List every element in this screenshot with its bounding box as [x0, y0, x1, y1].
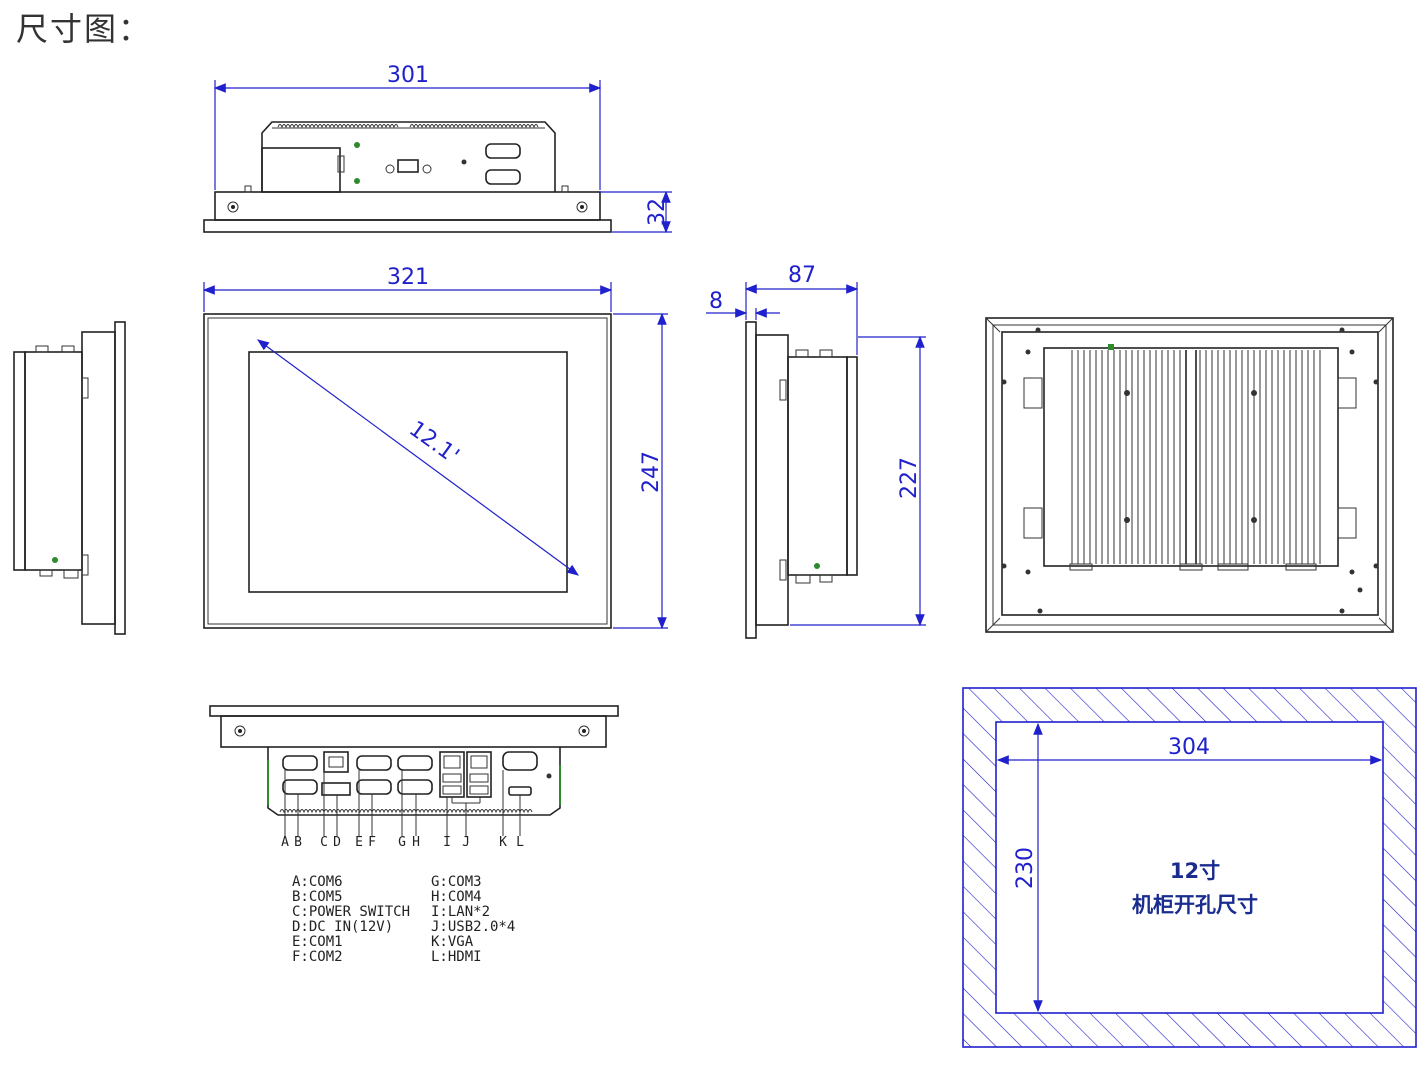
legend-item: G:COM3	[431, 874, 482, 890]
rear-view	[985, 317, 1394, 633]
panel-cutout: 304 230 12寸 机柜开孔尺寸	[962, 687, 1417, 1048]
dim-cutout-width-label: 304	[1168, 735, 1210, 760]
right-side-view	[745, 321, 858, 639]
port-letter-i: I	[443, 835, 451, 850]
dim-front-height-label: 247	[639, 451, 664, 493]
dim-side-depth-label: 87	[788, 263, 816, 288]
legend-item: C:POWER SWITCH	[292, 904, 410, 920]
legend-item: H:COM4	[431, 889, 482, 905]
io-view	[209, 705, 619, 816]
io-leader-lines	[284, 770, 521, 836]
dim-top-width-label: 301	[387, 63, 429, 88]
port-letter-e: E	[355, 835, 363, 850]
legend-item: B:COM5	[292, 889, 343, 905]
port-letter-j: J	[462, 835, 470, 850]
port-legend: A:COM6 B:COM5 C:POWER SWITCH D:DC IN(12V…	[292, 874, 515, 965]
dimension-side-height: 227	[790, 335, 926, 627]
port-letters: A B C D E F G H I J K L	[281, 835, 524, 850]
port-letter-g: G	[398, 835, 406, 850]
cutout-size-label: 12寸	[1170, 859, 1220, 883]
legend-item: J:USB2.0*4	[431, 919, 515, 935]
port-letter-k: K	[499, 835, 507, 850]
top-view	[203, 121, 612, 233]
cutout-caption: 机柜开孔尺寸	[1132, 893, 1258, 917]
port-letter-l: L	[516, 835, 524, 850]
dim-cutout-height-label: 230	[1013, 847, 1038, 889]
dim-side-bezel-label: 8	[709, 289, 723, 314]
dimension-top-width: 301	[213, 63, 602, 190]
port-letter-f: F	[368, 835, 376, 850]
dim-front-width-label: 321	[387, 265, 429, 290]
dimension-side-depth: 87	[744, 263, 859, 355]
left-side-view	[13, 321, 126, 635]
dimension-front-width: 321	[202, 265, 613, 312]
port-letter-b: B	[294, 835, 302, 850]
port-letter-h: H	[412, 835, 420, 850]
legend-item: D:DC IN(12V)	[292, 919, 393, 935]
dim-side-height-label: 227	[897, 457, 922, 499]
legend-item: K:VGA	[431, 934, 474, 950]
port-letter-a: A	[281, 835, 289, 850]
diagonal-label: 12.1'	[404, 416, 463, 469]
dim-top-depth-label: 32	[645, 198, 670, 226]
port-letter-d: D	[333, 835, 341, 850]
port-letter-c: C	[320, 835, 328, 850]
legend-item: L:HDMI	[431, 949, 482, 965]
dimension-front-height: 247	[613, 312, 668, 630]
page-title: 尺寸图：	[16, 10, 153, 48]
legend-item: A:COM6	[292, 874, 343, 890]
legend-item: I:LAN*2	[431, 904, 490, 920]
dimension-side-bezel: 8	[706, 289, 780, 320]
legend-item: F:COM2	[292, 949, 343, 965]
legend-item: E:COM1	[292, 934, 343, 950]
front-view: 12.1'	[203, 313, 612, 629]
dimension-top-depth: 32	[600, 190, 672, 234]
